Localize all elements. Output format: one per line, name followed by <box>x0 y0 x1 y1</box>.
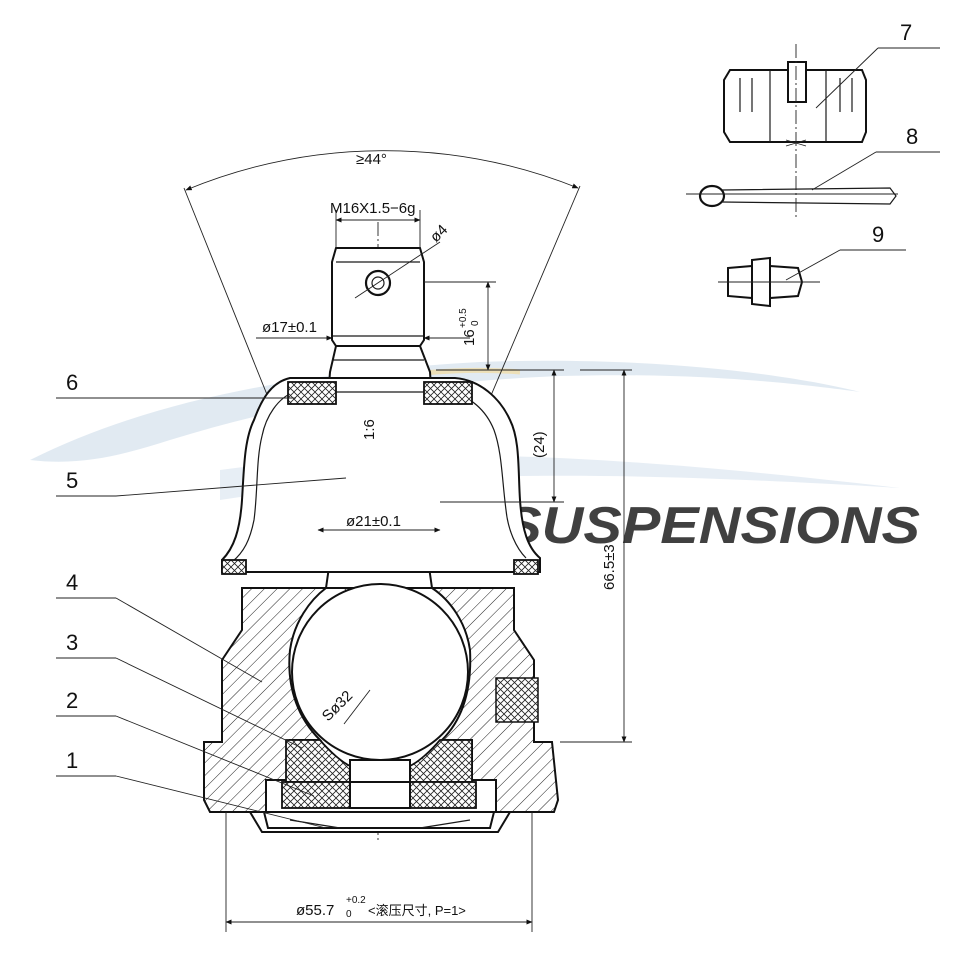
base-dia-tol-lower: 0 <box>346 909 352 920</box>
height-label: 66.5±3 <box>601 544 618 590</box>
base-dia-tol-upper: +0.2 <box>346 895 366 906</box>
thread-label: M16X1.5−6g <box>330 200 415 217</box>
callout-leaders <box>56 397 347 829</box>
callout-9: 9 <box>872 222 884 247</box>
grease-fitting-port <box>495 677 539 723</box>
neck-dia-label: ø21±0.1 <box>346 513 401 530</box>
callout-5: 5 <box>66 468 78 493</box>
length-24-label: (24) <box>531 431 548 458</box>
shank-dia-label: ø17±0.1 <box>262 319 317 336</box>
base-note: <滚压尺寸, P=1> <box>368 903 466 918</box>
grease-fitting <box>718 249 906 308</box>
hole-label: ø4 <box>427 221 451 245</box>
height-dimension: 66.5±3 <box>560 369 632 743</box>
base-dia-dimension: ø55.7 +0.2 0 <滚压尺寸, P=1> <box>225 812 533 932</box>
dust-boot <box>221 377 541 575</box>
base-dia-label: ø55.7 <box>296 902 334 919</box>
base-plate <box>262 811 496 829</box>
taper-label: 1:6 <box>361 419 378 440</box>
castle-nut <box>723 44 940 218</box>
shank-dia-dimension: ø17±0.1 <box>256 319 470 341</box>
stud-end <box>331 241 441 347</box>
thread-dimension: M16X1.5−6g <box>330 200 421 248</box>
bearing-seat <box>285 739 473 783</box>
angle-label: ≥44° <box>356 151 387 168</box>
callout-6: 6 <box>66 370 78 395</box>
length-16-dimension: 16 +0.5 0 <box>424 281 496 371</box>
neck-dia-dimension: ø21±0.1 <box>317 513 441 533</box>
length-16-label: 16 <box>461 329 478 346</box>
callout-1: 1 <box>66 748 78 773</box>
length-24-dimension: (24) <box>436 369 564 503</box>
length-16-tol-lower: 0 <box>470 320 481 326</box>
callout-3: 3 <box>66 630 78 655</box>
length-16-tol-upper: +0.5 <box>458 308 469 328</box>
cotter-pin <box>686 151 940 208</box>
ball <box>291 583 469 761</box>
callout-2: 2 <box>66 688 78 713</box>
callout-8: 8 <box>906 124 918 149</box>
spring-plate <box>281 781 477 809</box>
callout-4: 4 <box>66 570 78 595</box>
callout-7: 7 <box>900 20 912 45</box>
